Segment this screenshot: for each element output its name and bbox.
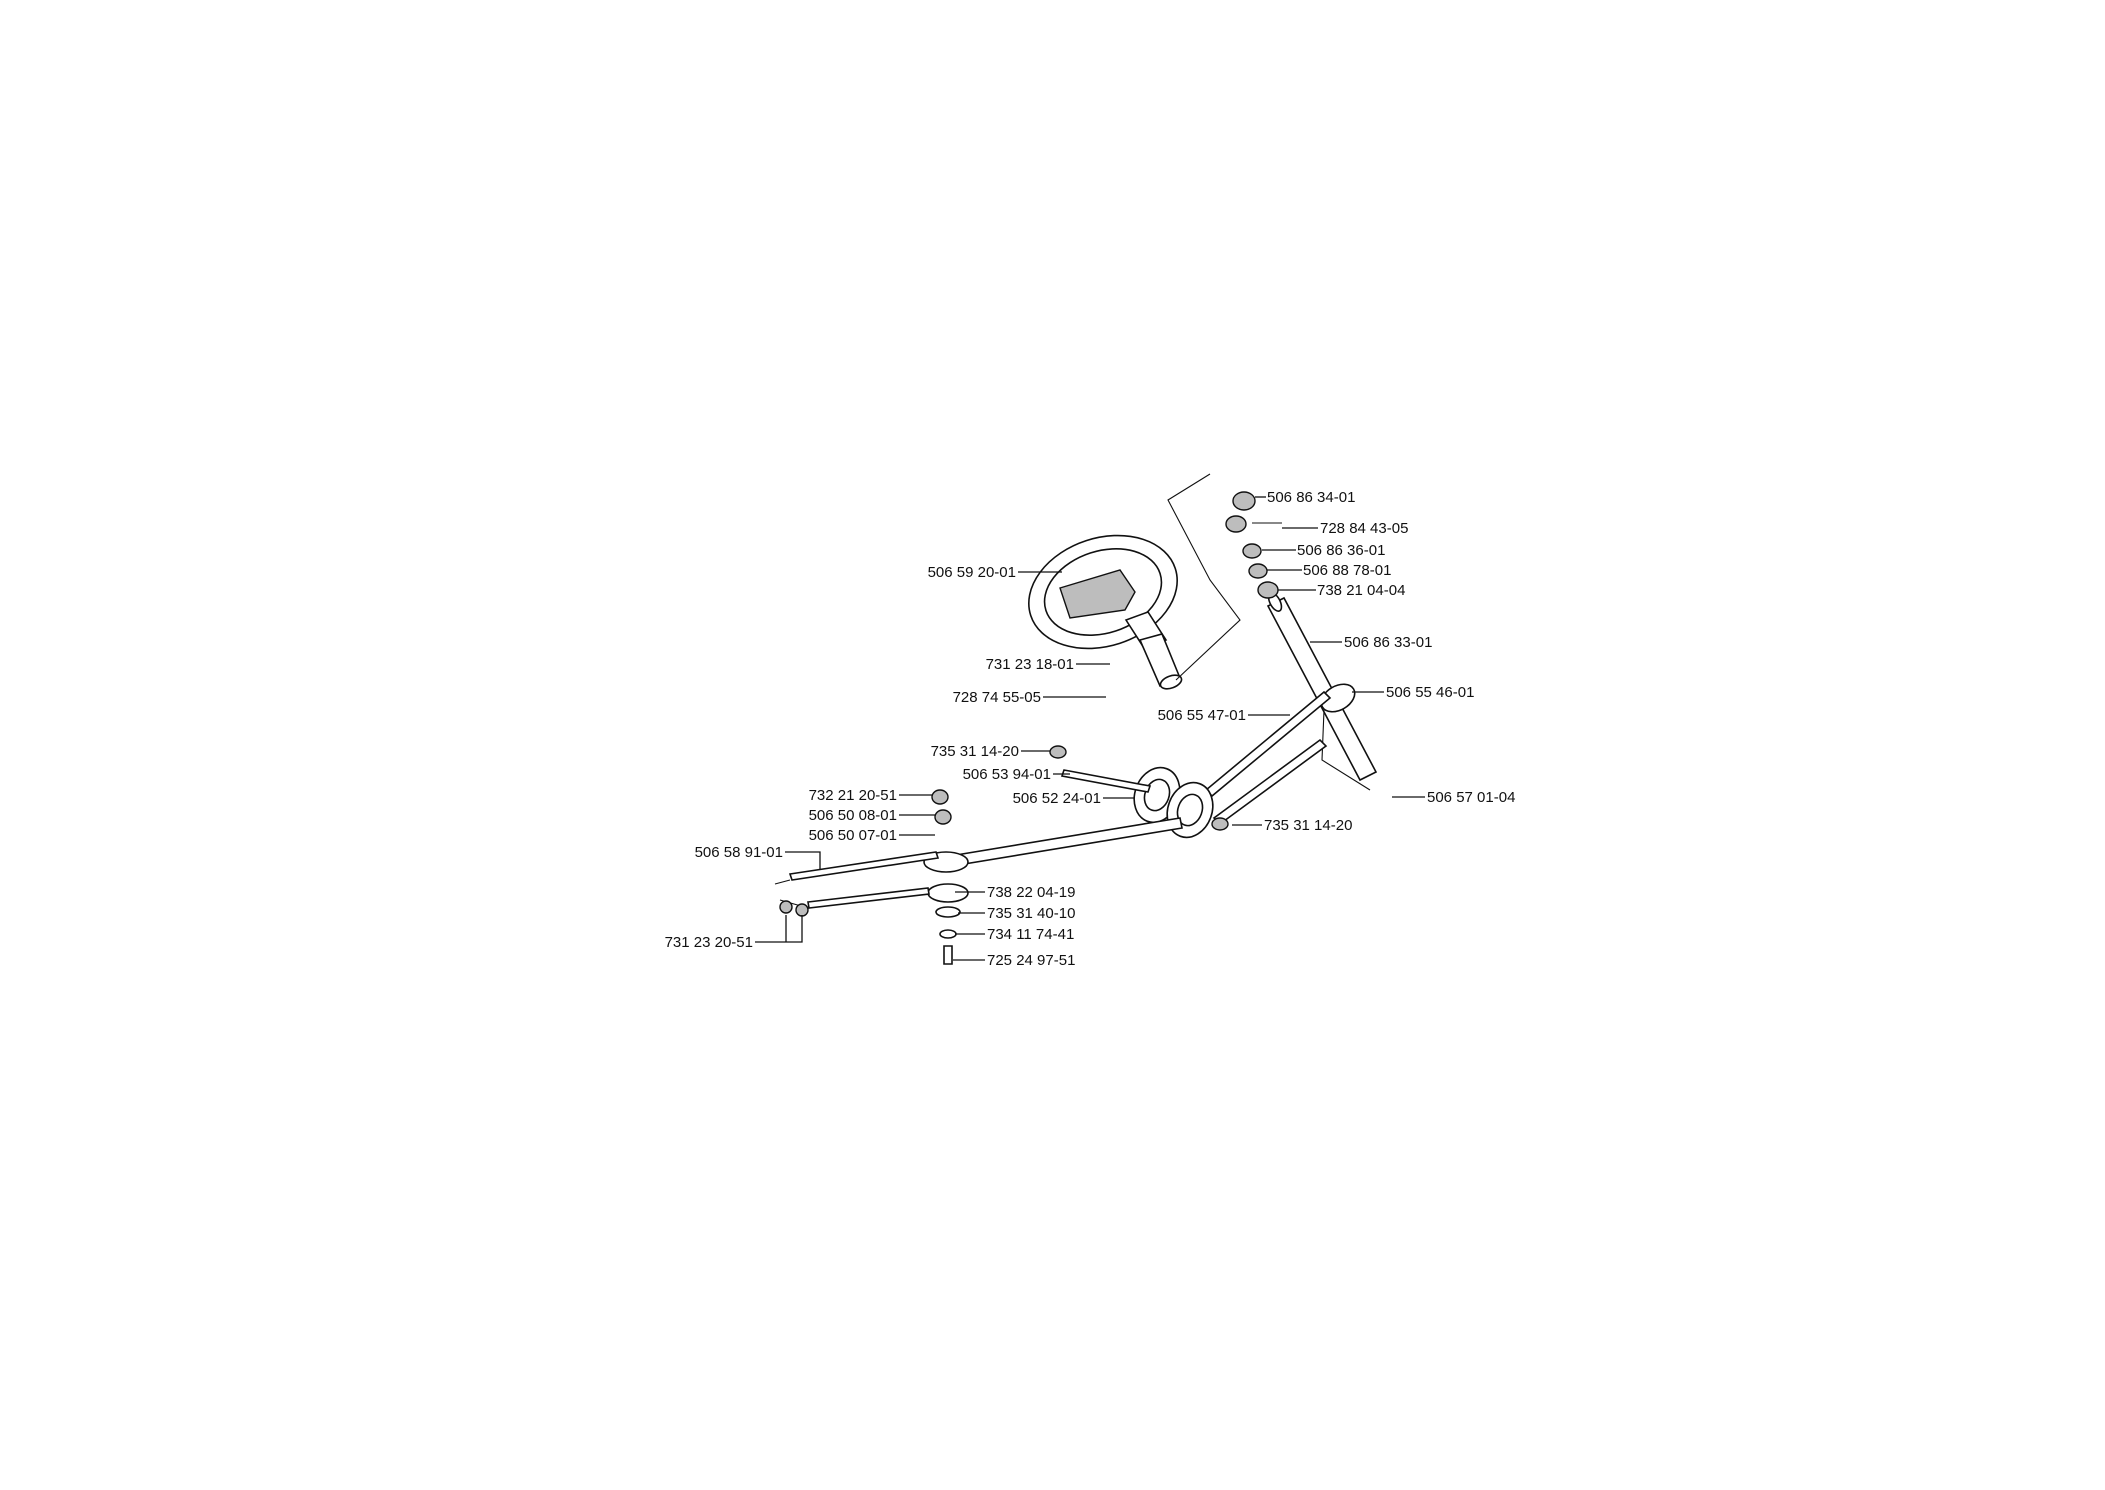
part-label-735-31-40-10: 735 31 40-10 xyxy=(987,905,1075,922)
part-label-728-84-43-05: 728 84 43-05 xyxy=(1320,520,1408,537)
part-label-506-88-78-01: 506 88 78-01 xyxy=(1303,562,1391,579)
part-label-738-22-04-19: 738 22 04-19 xyxy=(987,884,1075,901)
part-label-731-23-18-01: 731 23 18-01 xyxy=(986,656,1074,673)
part-label-732-21-20-51: 732 21 20-51 xyxy=(809,787,897,804)
part-label-506-86-33-01: 506 86 33-01 xyxy=(1344,634,1432,651)
part-label-728-74-55-05: 728 74 55-05 xyxy=(953,689,1041,706)
part-label-506-53-94-01: 506 53 94-01 xyxy=(963,766,1051,783)
column-gear xyxy=(1320,683,1371,791)
part-label-506-57-01-04: 506 57 01-04 xyxy=(1427,789,1515,806)
steering-column xyxy=(1266,592,1378,782)
steering-arm xyxy=(923,789,1183,965)
part-label-506-55-46-01: 506 55 46-01 xyxy=(1386,684,1474,701)
leader-lines xyxy=(755,496,1425,961)
part-labels: 506 86 34-01 728 84 43-05 506 86 36-01 5… xyxy=(665,489,1516,969)
part-label-506-86-36-01: 506 86 36-01 xyxy=(1297,542,1385,559)
part-label-506-59-20-01: 506 59 20-01 xyxy=(928,564,1016,581)
steering-pulleys xyxy=(1049,745,1229,839)
column-top-parts xyxy=(1225,491,1282,599)
part-label-738-21-04-04: 738 21 04-04 xyxy=(1317,582,1405,599)
part-label-725-24-97-51: 725 24 97-51 xyxy=(987,952,1075,969)
tie-rods xyxy=(1204,690,1332,826)
part-label-506-55-47-01: 506 55 47-01 xyxy=(1158,707,1246,724)
wheel-cover-outline xyxy=(1167,473,1241,681)
steering-wheel xyxy=(1028,534,1183,690)
part-label-506-52-24-01: 506 52 24-01 xyxy=(1013,790,1101,807)
part-label-506-86-34-01: 506 86 34-01 xyxy=(1267,489,1355,506)
part-label-506-50-08-01: 506 50 08-01 xyxy=(809,807,897,824)
part-label-506-58-91-01: 506 58 91-01 xyxy=(695,844,783,861)
drag-link xyxy=(774,851,940,917)
part-label-506-50-07-01: 506 50 07-01 xyxy=(809,827,897,844)
part-label-735-31-14-20-upper: 735 31 14-20 xyxy=(931,743,1019,760)
part-label-735-31-14-20-lower: 735 31 14-20 xyxy=(1264,817,1352,834)
part-label-734-11-74-41: 734 11 74-41 xyxy=(987,926,1074,943)
part-label-731-23-20-51: 731 23 20-51 xyxy=(665,934,753,951)
